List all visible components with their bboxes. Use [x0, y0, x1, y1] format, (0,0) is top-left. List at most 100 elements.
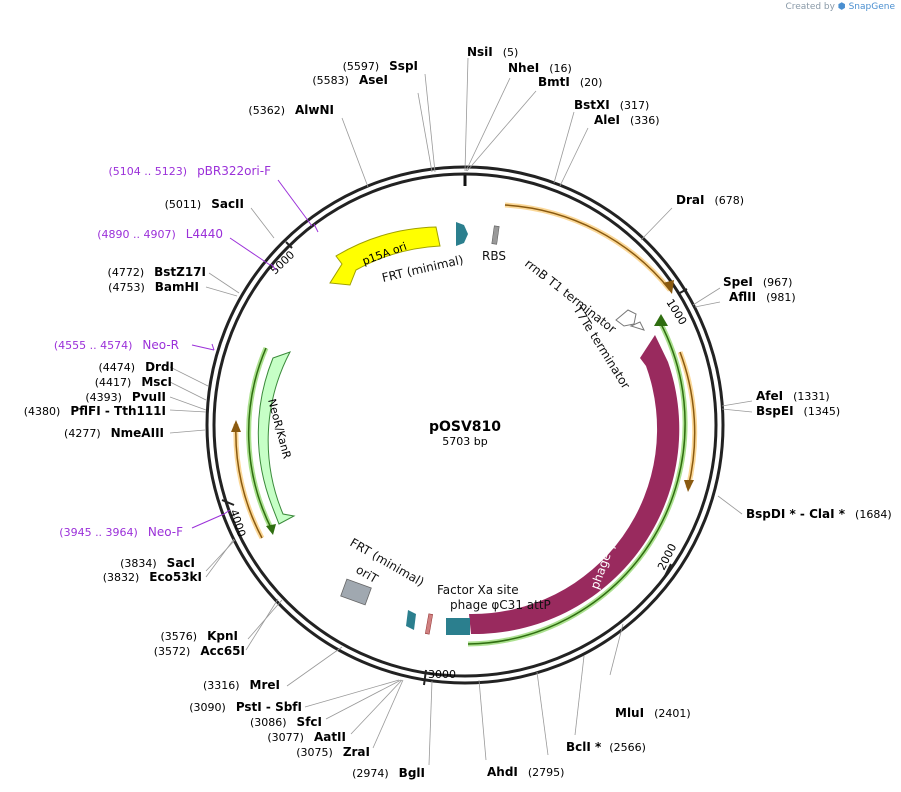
- enzyme-position: (678): [714, 194, 744, 207]
- rbs-label: RBS: [482, 249, 506, 263]
- tick-label-1000: 1000: [663, 297, 689, 328]
- enzyme-label-nsii: NsiI(5): [467, 45, 518, 59]
- enzyme-label-acc65i: (3572)Acc65I: [154, 644, 245, 658]
- enzyme-name: BstXI: [574, 98, 610, 112]
- enzyme-name: AleI: [594, 113, 620, 127]
- t7te-terminator-icon: [629, 321, 645, 331]
- enzyme-name: SacI: [167, 556, 195, 570]
- attp-feature: [446, 618, 470, 635]
- enzyme-name: DrdI: [145, 360, 174, 374]
- enzyme-position: (3077): [267, 731, 304, 744]
- enzyme-label-sspi: (5597) SspI: [343, 59, 418, 73]
- integrase-feature: [469, 335, 680, 635]
- enzyme-name: MreI: [250, 678, 280, 692]
- enzyme-name: MscI: [141, 375, 172, 389]
- enzyme-name: PvuII: [132, 390, 166, 404]
- enzyme-name: NsiI: [467, 45, 493, 59]
- enzyme-position: (4753): [108, 281, 145, 294]
- orit-feature: [340, 578, 372, 606]
- enzyme-position: (3075): [296, 746, 333, 759]
- enzyme-name: BamHI: [155, 280, 199, 294]
- factor-xa-label: Factor Xa site: [437, 583, 519, 597]
- enzyme-label-bspei: BspEI (1345): [756, 404, 840, 418]
- enzyme-name: DraI: [676, 193, 704, 207]
- enzyme-label-pflfi-tth111i: (4380) PflFI - Tth111I: [24, 404, 166, 418]
- enzyme-position: (3832): [103, 571, 140, 584]
- enzyme-label-zrai: (3075) ZraI: [296, 745, 370, 759]
- enzyme-position: (5597): [343, 60, 380, 73]
- enzyme-position: (20): [580, 76, 603, 89]
- tick-label-3000: 3000: [428, 668, 456, 681]
- enzyme-label-bspdi-clai: BspDI * - ClaI * (1684): [746, 507, 892, 521]
- enzyme-position: (3090): [189, 701, 226, 714]
- primer-range: (4555 .. 4574): [54, 339, 133, 352]
- enzyme-label-kpni: (3576)KpnI: [161, 629, 238, 643]
- enzyme-label-ahdi: AhdI(2795): [487, 765, 564, 779]
- enzyme-leader-lines: [169, 57, 753, 766]
- enzyme-position: (2401): [654, 707, 691, 720]
- enzyme-label-sfci: (3086)SfcI: [250, 715, 322, 729]
- enzyme-label-alei: AleI(336): [594, 113, 660, 127]
- enzyme-position: (981): [766, 291, 796, 304]
- enzyme-name: ZraI: [343, 745, 370, 759]
- enzyme-position: (1684): [855, 508, 892, 521]
- enzyme-name: NheI: [508, 61, 539, 75]
- neor-label: NeoR/KanR: [265, 397, 294, 460]
- snapgene-credit: Created by ⬢ SnapGene: [785, 2, 895, 12]
- enzyme-position: (3576): [161, 630, 198, 643]
- enzyme-position: (3316): [203, 679, 240, 692]
- credit-brand: SnapGene: [848, 2, 895, 12]
- rrnb-orange-arc: [504, 202, 672, 292]
- enzyme-name: PflFI - Tth111I: [70, 404, 166, 418]
- enzyme-name: BclI *: [566, 740, 602, 754]
- enzyme-position: (16): [549, 62, 572, 75]
- enzyme-name: BspEI: [756, 404, 794, 418]
- enzyme-label-alwni: (5362) AlwNI: [248, 103, 334, 117]
- enzyme-label-nhei: NheI (16): [508, 61, 572, 75]
- enzyme-label-drai: DraI (678): [676, 193, 744, 207]
- backbone-inner-ring: [212, 172, 718, 678]
- primer-label-neo-r: (4555 .. 4574)Neo-R: [54, 338, 179, 352]
- enzyme-name: SfcI: [297, 715, 322, 729]
- plasmid-length: 5703 bp: [442, 435, 487, 448]
- p15a-ori-feature: [329, 226, 441, 286]
- enzyme-name: BspDI * - ClaI *: [746, 507, 846, 521]
- rrnb-label: rrnB T1 terminator: [522, 256, 619, 336]
- enzyme-position: (5011): [165, 198, 202, 211]
- enzyme-label-afei: AfeI(1331): [756, 389, 830, 403]
- primer-name: pBR322ori-F: [197, 164, 271, 178]
- enzyme-label-bstz17i: (4772) BstZ17I: [108, 265, 206, 279]
- primer-label-neo-f: (3945 .. 3964)Neo-F: [59, 525, 183, 539]
- enzyme-name: BstZ17I: [154, 265, 206, 279]
- enzyme-name: AlwNI: [295, 103, 334, 117]
- rbs-feature: [491, 225, 500, 245]
- enzyme-position: (4772): [108, 266, 145, 279]
- enzyme-position: (1345): [804, 405, 841, 418]
- enzyme-label-spei: SpeI(967): [723, 275, 792, 289]
- enzyme-label-mrei: (3316) MreI: [203, 678, 280, 692]
- snapgene-logo-icon: ⬢: [837, 2, 846, 12]
- primer-range: (5104 .. 5123): [109, 165, 188, 178]
- enzyme-label-aatii: (3077)AatII: [267, 730, 346, 744]
- enzyme-name: SspI: [389, 59, 418, 73]
- enzyme-position: (4380): [24, 405, 61, 418]
- enzyme-position: (5362): [248, 104, 285, 117]
- enzyme-position: (2795): [528, 766, 565, 779]
- enzyme-label-saci: (3834) SacI: [120, 556, 195, 570]
- primer-range: (3945 .. 3964): [59, 526, 138, 539]
- enzyme-position: (4474): [98, 361, 135, 374]
- credit-prefix: Created by: [785, 2, 835, 12]
- enzyme-name: Eco53kI: [149, 570, 202, 584]
- neor-feature: [257, 351, 296, 525]
- enzyme-labels: NsiI(5) NheI(16) BmtI(20) BstXI(317) Ale…: [24, 45, 892, 780]
- enzyme-position: (3834): [120, 557, 157, 570]
- enzyme-position: (2974): [352, 767, 389, 780]
- enzyme-position: (967): [763, 276, 793, 289]
- factor-xa-feature: [425, 613, 433, 635]
- primer-label-pbr322ori-f: (5104 .. 5123) pBR322ori-F: [109, 164, 272, 178]
- enzyme-name: SacII: [211, 197, 244, 211]
- enzyme-label-mlui: MluI(2401): [615, 706, 691, 720]
- enzyme-label-aflii: AflII(981): [729, 290, 796, 304]
- enzyme-label-drdi: (4474) DrdI: [98, 360, 174, 374]
- frt-bottom-label: FRT (minimal): [348, 535, 427, 589]
